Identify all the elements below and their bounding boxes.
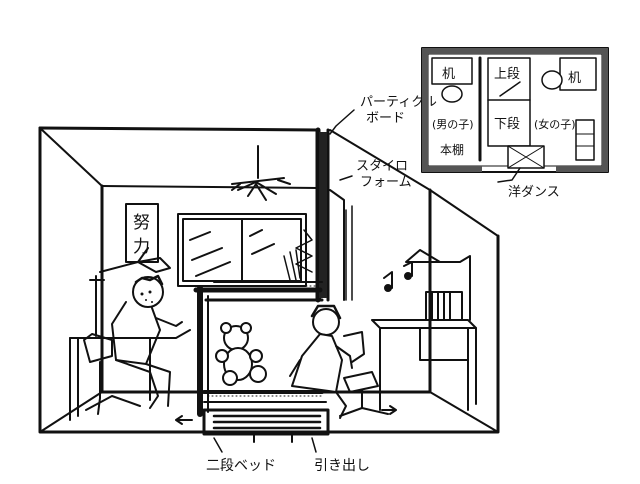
callout-wardrobe-label: 洋ダンス bbox=[508, 185, 560, 200]
callout-drawer-label: 引き出し bbox=[314, 458, 370, 474]
plan-bookshelf-label: 本棚 bbox=[440, 142, 464, 157]
wall-poster: 努 力 bbox=[125, 203, 159, 263]
callout-styrofoam: スタイロ フォーム bbox=[339, 159, 412, 190]
partition-wall bbox=[295, 127, 353, 303]
callout-styrofoam-line1: スタイロ bbox=[356, 159, 408, 174]
teddy-bear bbox=[215, 322, 267, 386]
plan-desk-left: 机 bbox=[442, 67, 455, 82]
plan-upper-bunk: 上段 bbox=[494, 67, 520, 82]
boy-figure bbox=[111, 274, 183, 409]
girl-figure bbox=[289, 304, 353, 419]
callout-styrofoam-line2: フォーム bbox=[360, 175, 412, 190]
plan-lower-bunk: 下段 bbox=[494, 117, 520, 132]
floor-plan: 机 机 上段 下段 (男の子) (女の子) 本棚 bbox=[421, 47, 609, 173]
poster-char-2: 力 bbox=[133, 237, 150, 257]
left-chair bbox=[83, 333, 141, 415]
poster-char-1: 努 bbox=[133, 213, 150, 233]
callout-bunk-bed: 二段ベッド bbox=[206, 437, 276, 474]
plan-desk-right: 机 bbox=[568, 71, 581, 86]
callout-particle-board-line2: ボード bbox=[366, 111, 405, 126]
callout-wardrobe: 洋ダンス bbox=[497, 167, 560, 200]
callout-drawer: 引き出し bbox=[311, 437, 370, 474]
callout-particle-board-line1: パーティクル bbox=[360, 95, 437, 110]
callout-particle-board: パーティクル ボード bbox=[329, 95, 437, 135]
plan-boy-label: (男の子) bbox=[432, 118, 474, 131]
bunk-bed bbox=[193, 281, 330, 443]
ceiling-lamp bbox=[231, 145, 291, 201]
callout-bunk-bed-label: 二段ベッド bbox=[206, 458, 276, 474]
window bbox=[177, 213, 307, 287]
left-desk bbox=[69, 247, 191, 421]
right-desk bbox=[371, 249, 477, 411]
floor-arrows bbox=[175, 405, 397, 425]
plan-girl-label: (女の子) bbox=[534, 117, 576, 131]
right-chair bbox=[339, 331, 389, 417]
